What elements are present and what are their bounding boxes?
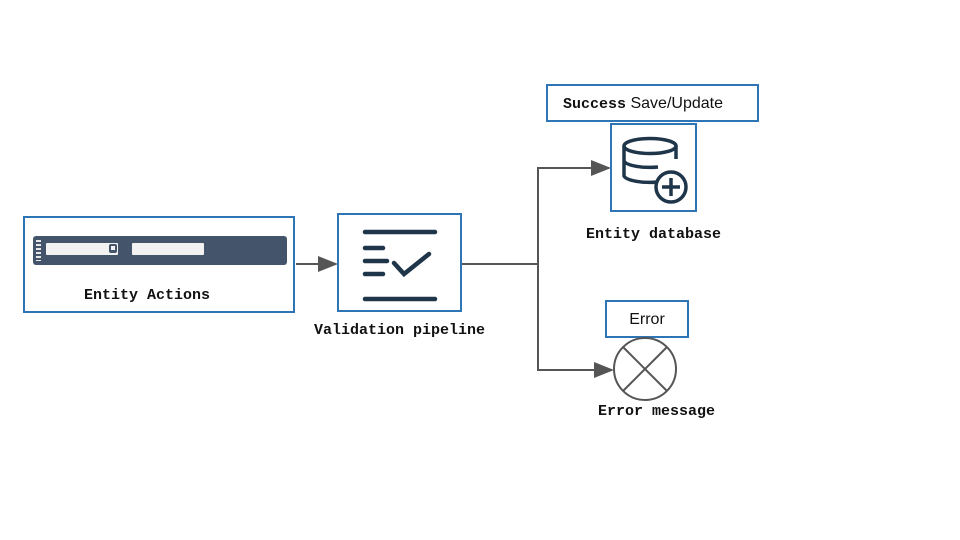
arrow-branch-to-error [537,264,614,378]
entity-actions-label: Entity Actions [84,287,211,304]
error-tag-text: Error [629,311,665,328]
entity-database-node [610,123,697,212]
dropdown-arrow-icon [109,244,117,253]
text-field-illustration [132,243,204,255]
error-tag: Error [605,300,689,338]
validation-pipeline-label: Validation pipeline [314,322,486,339]
toolbar-illustration [33,236,287,265]
database-add-icon [622,136,688,204]
validation-pipeline-node [337,213,462,312]
arrow-branch-to-database [537,160,611,264]
success-tag: Success Save/Update [546,84,759,122]
checklist-icon [362,229,438,302]
grip-icon [36,240,41,261]
error-x-circle-icon [613,337,677,401]
entity-actions-node [23,216,295,313]
entity-database-label: Entity database [586,226,722,243]
error-message-label: Error message [598,403,716,420]
dropdown-field-illustration [46,243,118,255]
success-keyword: Success [563,96,627,113]
success-text: Save/Update [630,95,723,112]
